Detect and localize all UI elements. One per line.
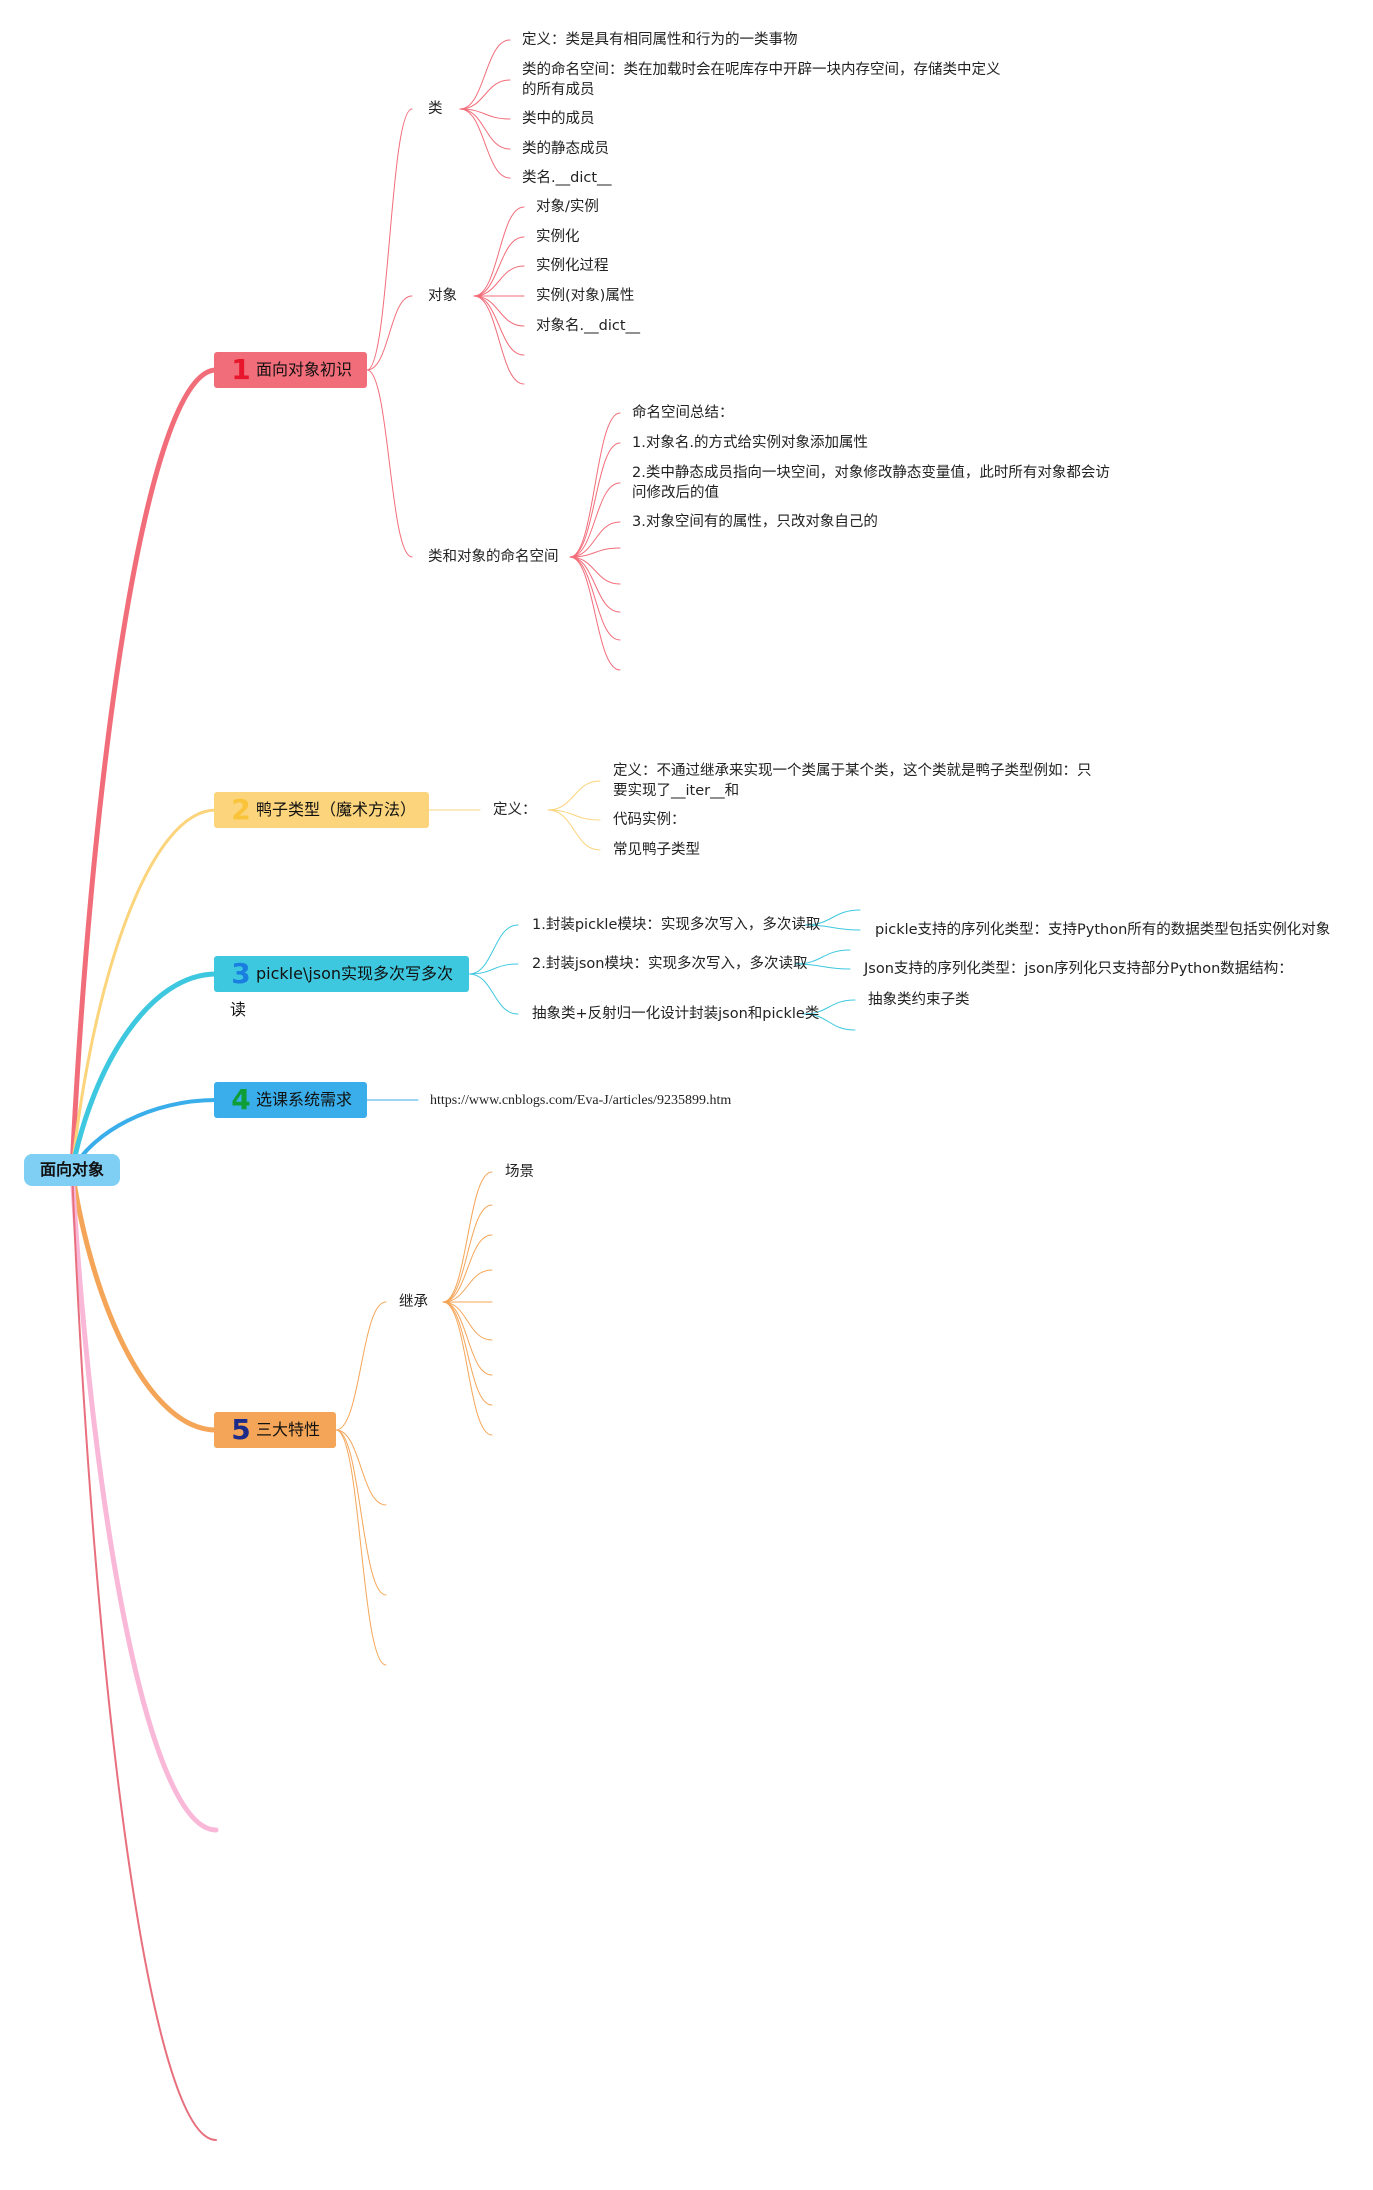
edge-class-3 xyxy=(459,108,511,150)
edge-abstract-0 xyxy=(802,999,856,1015)
edge-json-1 xyxy=(794,963,851,970)
edge-t1-0 xyxy=(366,108,413,371)
pickle-leaf[interactable]: pickle支持的序列化类型：支持Python所有的数据类型包括实例化对象 xyxy=(875,922,1331,938)
edge-namespace-0 xyxy=(569,412,621,558)
edge-root-topic-1 xyxy=(69,367,219,1173)
edge-inheritance-6 xyxy=(442,1301,493,1376)
edge-inheritance-5 xyxy=(442,1301,493,1341)
edge-namespace-6 xyxy=(569,556,621,613)
edge-root-topic-2 xyxy=(70,808,218,1172)
namespace-leaf-summary[interactable]: 命名空间总结： xyxy=(632,405,734,421)
duck-leaf-code-example[interactable]: 代码实例： xyxy=(613,812,686,828)
edge-t1-2 xyxy=(366,369,413,558)
topic-1-label: 面向对象初识 xyxy=(256,360,353,379)
topic-5-label: 三大特性 xyxy=(256,1420,321,1439)
course-url-link[interactable]: https://www.cnblogs.com/Eva-J/articles/9… xyxy=(430,1093,732,1108)
topic-4-label: 选课系统需求 xyxy=(256,1090,353,1109)
namespace-leaf-3[interactable]: 3.对象空间有的属性，只改对象自己的 xyxy=(632,514,878,530)
edge-t5-0 xyxy=(335,1301,387,1431)
edge-t5-2 xyxy=(335,1429,387,1596)
edge-namespace-7 xyxy=(569,556,621,641)
class-leaf-namespace[interactable]: 类的命名空间：类在加载时会在呢库存中开辟一块内存空间，存储类中定义的所有成员 xyxy=(522,62,1001,98)
edge-object-1 xyxy=(473,236,525,297)
abstract-node[interactable]: 抽象类+反射归一化设计封装json和pickle类 xyxy=(532,1006,820,1022)
edge-inheritance-0 xyxy=(442,1171,493,1303)
edge-inheritance-1 xyxy=(442,1204,493,1303)
edge-json-0 xyxy=(794,949,851,965)
topic-1-node[interactable]: 1 面向对象初识 xyxy=(214,352,367,388)
object-leaf-instantiate[interactable]: 实例化 xyxy=(536,229,580,245)
edge-object-6 xyxy=(473,295,525,385)
edge-object-4 xyxy=(473,295,525,327)
abstract-leaf[interactable]: 抽象类约束子类 xyxy=(868,992,970,1008)
topic-4-number: 4 xyxy=(231,1083,251,1116)
edge-t3-2 xyxy=(468,973,519,1015)
topic-3-label: pickle\json实现多次写多次读 xyxy=(230,964,454,1019)
topic-4-node[interactable]: 4 选课系统需求 xyxy=(214,1082,367,1118)
object-leaf-attributes[interactable]: 实例(对象)属性 xyxy=(536,288,635,304)
namespace-leaf-1[interactable]: 1.对象名.的方式给实例对象添加属性 xyxy=(632,435,868,451)
object-leaf-instantiate-process[interactable]: 实例化过程 xyxy=(536,258,609,274)
inheritance-node[interactable]: 继承 xyxy=(399,1294,428,1310)
edge-inheritance-2 xyxy=(442,1234,493,1303)
edge-class-4 xyxy=(459,108,511,179)
topic-3-number: 3 xyxy=(231,957,251,990)
namespace-node[interactable]: 类和对象的命名空间 xyxy=(428,549,559,565)
edge-abstract-1 xyxy=(802,1013,856,1031)
edge-duck-0 xyxy=(547,780,601,811)
edge-inheritance-3 xyxy=(442,1269,493,1303)
edge-object-0 xyxy=(473,206,525,297)
topic-5-number: 5 xyxy=(231,1413,251,1446)
root-node[interactable]: 面向对象 xyxy=(24,1154,120,1186)
topic-2-node[interactable]: 2 鸭子类型（魔术方法） xyxy=(214,792,429,828)
edge-root-topic-3 xyxy=(69,971,219,1173)
duck-definition-node[interactable]: 定义： xyxy=(493,802,537,818)
edge-t5-1 xyxy=(335,1429,387,1506)
class-leaf-static-members[interactable]: 类的静态成员 xyxy=(522,141,609,157)
edge-namespace-2 xyxy=(569,482,621,558)
class-leaf-dict[interactable]: 类名.__dict__ xyxy=(522,170,612,186)
edge-inheritance-8 xyxy=(442,1301,493,1436)
topic-2-label: 鸭子类型（魔术方法） xyxy=(256,800,417,819)
object-leaf-instance[interactable]: 对象/实例 xyxy=(536,199,599,215)
json-node[interactable]: 2.封装json模块：实现多次写入，多次读取 xyxy=(532,956,808,972)
edge-namespace-4 xyxy=(569,547,621,558)
object-node[interactable]: 对象 xyxy=(428,288,457,304)
edge-root-topic-5 xyxy=(69,1167,219,1433)
duck-leaf-common[interactable]: 常见鸭子类型 xyxy=(613,842,700,858)
edge-t3-0 xyxy=(468,924,519,975)
edge-t1-1 xyxy=(366,295,413,371)
pickle-node[interactable]: 1.封装pickle模块：实现多次写入，多次读取 xyxy=(532,917,821,933)
topic-5-node[interactable]: 5 三大特性 xyxy=(214,1412,336,1448)
edge-root-pink xyxy=(69,1167,219,1833)
class-node[interactable]: 类 xyxy=(428,101,443,117)
class-leaf-definition[interactable]: 定义：类是具有相同属性和行为的一类事物 xyxy=(522,32,798,48)
duck-leaf-definition[interactable]: 定义：不通过继承来实现一个类属于某个类，这个类就是鸭子类型例如：只要实现了__i… xyxy=(613,763,1092,799)
edge-object-2 xyxy=(473,265,525,297)
json-leaf[interactable]: Json支持的序列化类型：json序列化只支持部分Python数据结构： xyxy=(864,961,1293,977)
edge-inheritance-7 xyxy=(442,1301,493,1406)
class-leaf-members[interactable]: 类中的成员 xyxy=(522,111,595,127)
topic-1-number: 1 xyxy=(231,353,251,386)
edge-namespace-1 xyxy=(569,442,621,558)
edge-class-0 xyxy=(459,39,511,110)
edge-root-red xyxy=(71,1169,217,2141)
edge-namespace-3 xyxy=(569,521,621,558)
edge-namespace-8 xyxy=(569,556,621,671)
edge-class-1 xyxy=(459,79,511,110)
edge-object-5 xyxy=(473,295,525,356)
namespace-leaf-2[interactable]: 2.类中静态成员指向一块空间，对象修改静态变量值，此时所有对象都会访问修改后的值 xyxy=(632,465,1110,501)
object-leaf-dict[interactable]: 对象名.__dict__ xyxy=(536,318,640,334)
topic-2-number: 2 xyxy=(231,793,251,826)
inheritance-leaf-scene[interactable]: 场景 xyxy=(505,1164,534,1180)
edge-pickle-0 xyxy=(804,909,861,926)
edge-t3-1 xyxy=(468,963,519,975)
edge-t5-3 xyxy=(335,1429,387,1666)
edge-duck-2 xyxy=(547,809,601,851)
edge-pickle-1 xyxy=(804,924,861,931)
